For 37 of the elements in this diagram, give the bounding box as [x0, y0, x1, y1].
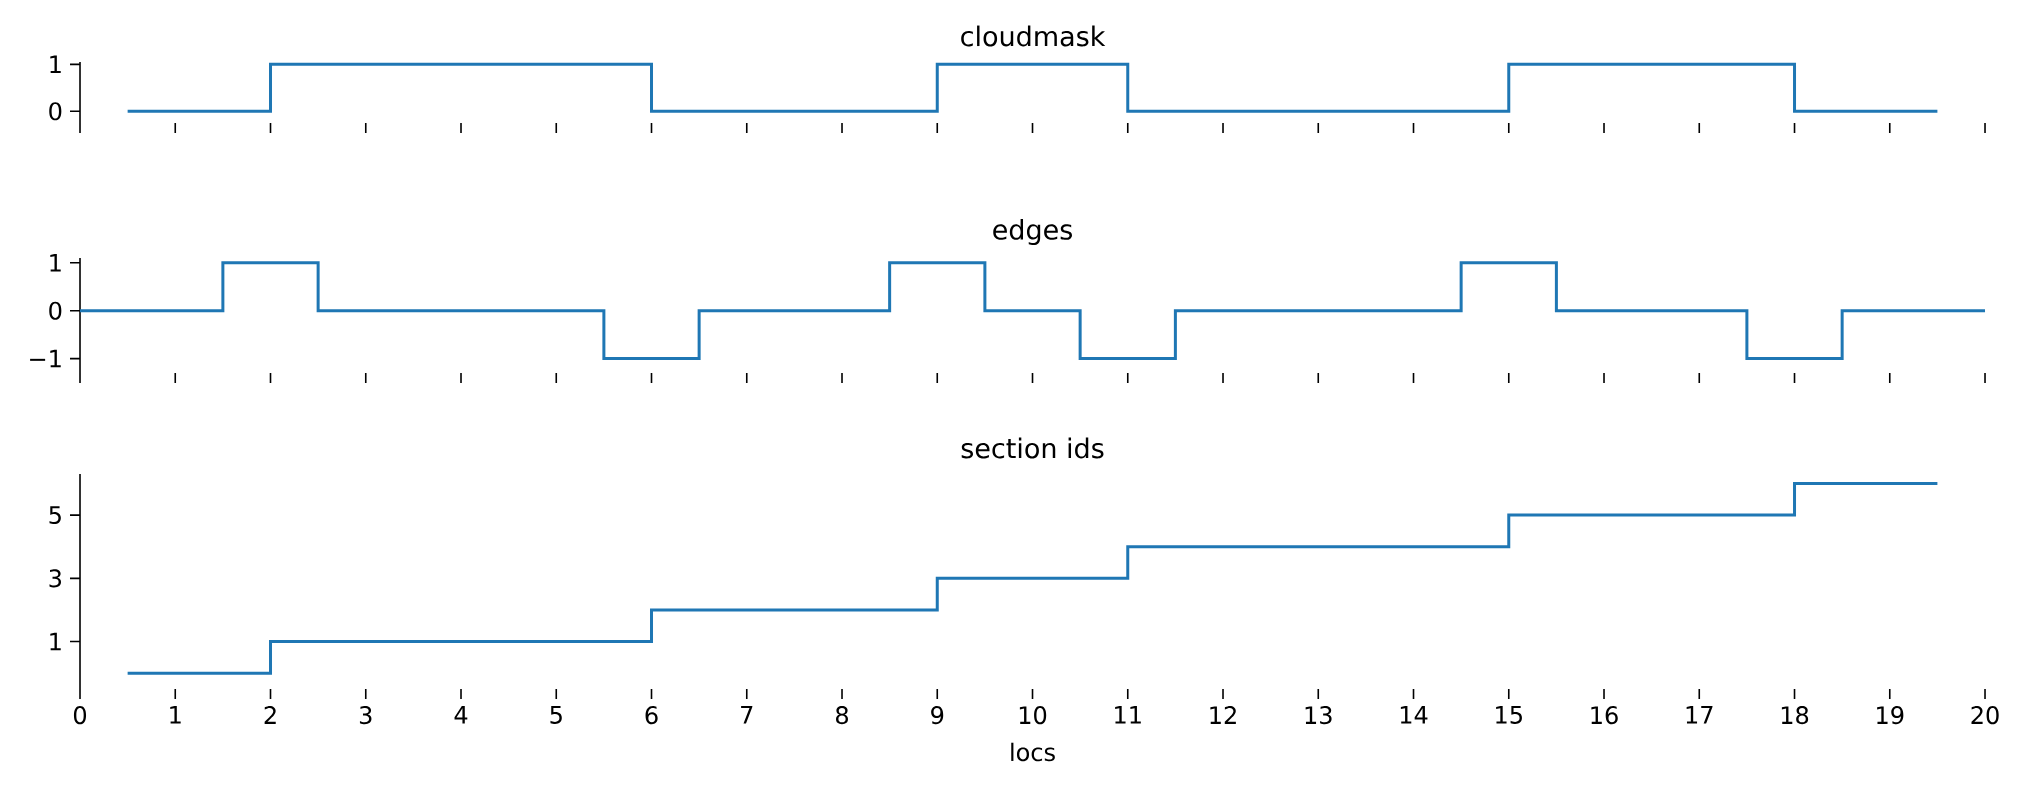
step-chart: edges −1 0 1 — [30, 218, 1986, 384]
x-tick-label: 3 — [359, 706, 372, 725]
x-tick-label: 19 — [1877, 706, 1904, 725]
chart-title: cloudmask — [961, 25, 1106, 47]
x-tick-label: 12 — [1210, 706, 1236, 724]
x-tick-label: 15 — [1496, 706, 1522, 724]
y-tick-label: 5 — [49, 506, 61, 525]
x-tick-label: 13 — [1305, 706, 1332, 725]
x-tick-label: 18 — [1781, 706, 1809, 725]
y-tick-label: 0 — [49, 301, 62, 320]
x-tick-label: 20 — [1971, 706, 1999, 725]
x-tick-label: 1 — [170, 706, 181, 724]
chart-title: edges — [993, 218, 1072, 246]
step-chart: section ids 0 1 2 3 4 5 6 7 8 9 10 11 12 13 14 15 16 17 18 19 20 1 3 5 locs — [49, 437, 1999, 762]
y-tick-label: 1 — [50, 55, 61, 74]
step-chart: cloudmask 0 1 — [49, 25, 1986, 134]
x-tick-label: 7 — [741, 706, 753, 724]
x-tick-label: 10 — [1019, 706, 1047, 725]
x-tick-label: 8 — [836, 706, 848, 725]
x-tick-label: 2 — [264, 706, 276, 724]
line-series — [126, 481, 1939, 675]
y-tick-label: −1 — [30, 349, 61, 368]
chart-title: section ids — [961, 437, 1104, 459]
axis-label: locs — [1011, 742, 1055, 762]
x-tick-label: 16 — [1591, 706, 1618, 725]
y-tick-label: 0 — [49, 102, 62, 121]
x-tick-label: 4 — [454, 706, 468, 724]
y-tick-label: 3 — [49, 569, 61, 588]
y-tick-label: 1 — [50, 632, 61, 651]
y-tick-label: 1 — [50, 254, 61, 272]
x-tick-label: 6 — [645, 706, 658, 725]
x-tick-label: 17 — [1686, 706, 1713, 724]
x-tick-label: 11 — [1115, 706, 1141, 724]
x-tick-label: 0 — [73, 706, 87, 725]
x-tick-label: 14 — [1400, 706, 1428, 724]
x-tick-label: 9 — [931, 706, 944, 725]
x-tick-label: 5 — [550, 706, 562, 724]
